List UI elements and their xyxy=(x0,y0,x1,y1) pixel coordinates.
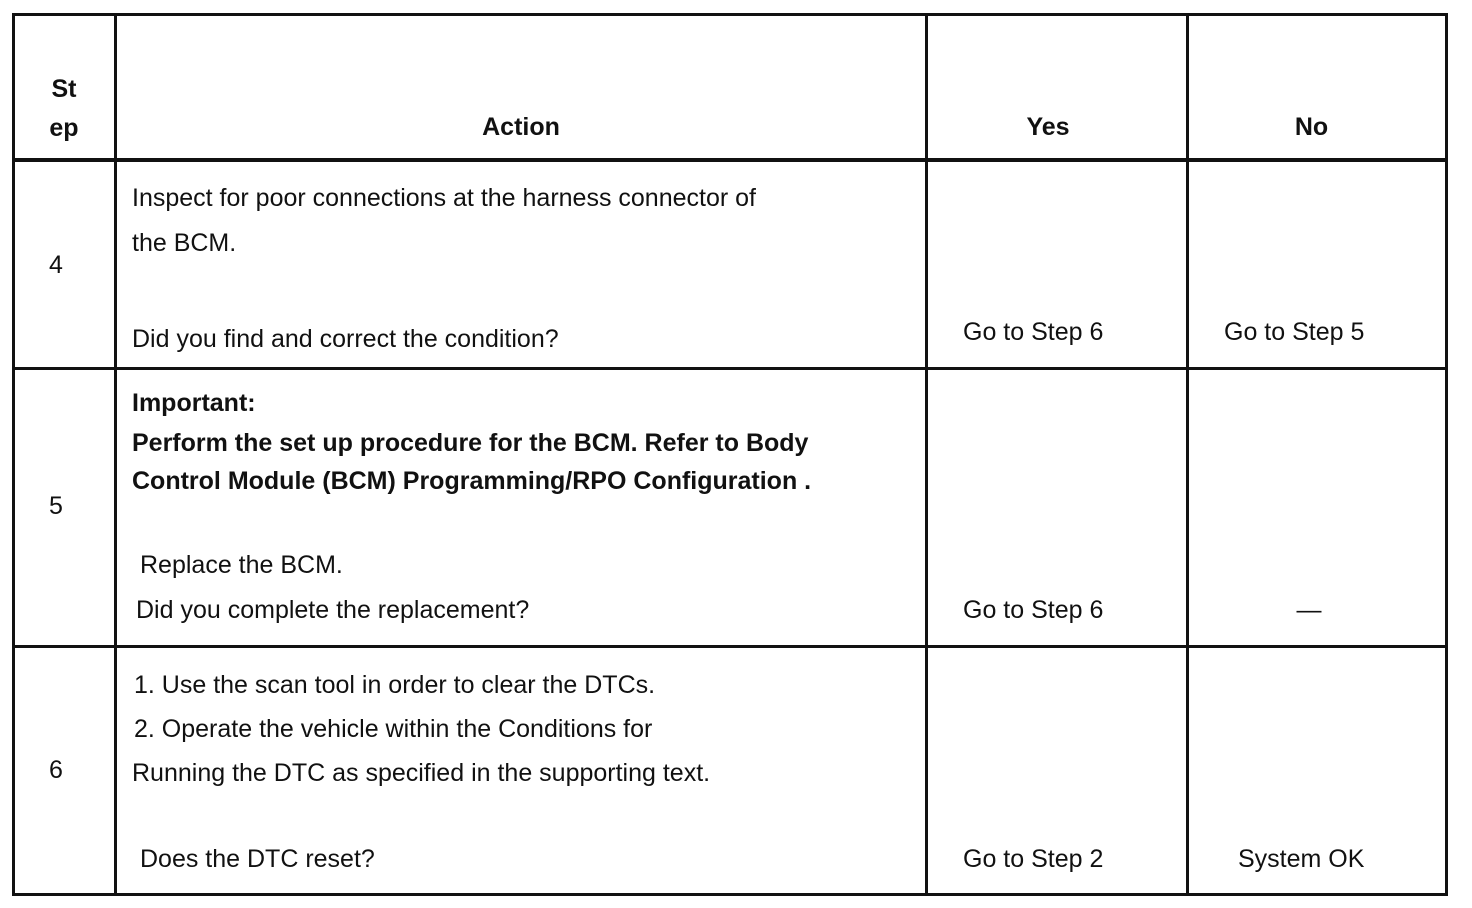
header-step-line2: ep xyxy=(49,114,79,142)
action-question: Does the DTC reset? xyxy=(140,845,375,873)
row-divider xyxy=(12,367,1448,370)
step-number: 4 xyxy=(49,251,63,279)
yes-result: Go to Step 6 xyxy=(963,318,1104,346)
important-text-line: Control Module (BCM) Programming/RPO Con… xyxy=(132,467,812,495)
row-divider xyxy=(12,645,1448,648)
table-border-right xyxy=(1445,13,1448,896)
column-divider-action xyxy=(925,13,928,896)
header-action: Action xyxy=(482,113,560,141)
action-text-line: Replace the BCM. xyxy=(140,551,343,579)
action-text-line: Running the DTC as specified in the supp… xyxy=(132,759,711,787)
important-label: Important: xyxy=(132,389,256,417)
step-number: 5 xyxy=(49,492,63,520)
header-no: No xyxy=(1294,113,1329,141)
action-text-line: 1. Use the scan tool in order to clear t… xyxy=(134,671,656,699)
action-text-line: 2. Operate the vehicle within the Condit… xyxy=(134,715,653,743)
table-border-top xyxy=(12,13,1448,16)
yes-result: Go to Step 2 xyxy=(963,845,1104,873)
no-result: System OK xyxy=(1238,845,1365,873)
yes-result: Go to Step 6 xyxy=(963,596,1104,624)
column-divider-step xyxy=(114,13,117,896)
no-result: — xyxy=(1296,596,1322,624)
action-text-line: the BCM. xyxy=(132,229,237,257)
column-divider-yes xyxy=(1186,13,1189,896)
no-result: Go to Step 5 xyxy=(1224,318,1365,346)
action-question: Did you find and correct the condition? xyxy=(132,325,559,353)
diagnostic-table xyxy=(12,13,1448,896)
table-border-bottom xyxy=(12,893,1448,896)
header-step-line1: St xyxy=(51,75,77,103)
table-border-left xyxy=(12,13,15,896)
step-number: 6 xyxy=(49,756,63,784)
important-text-line: Perform the set up procedure for the BCM… xyxy=(132,429,809,457)
action-text-line: Inspect for poor connections at the harn… xyxy=(132,184,756,212)
header-yes: Yes xyxy=(1026,113,1070,141)
action-question: Did you complete the replacement? xyxy=(136,596,530,624)
header-divider xyxy=(12,158,1448,162)
